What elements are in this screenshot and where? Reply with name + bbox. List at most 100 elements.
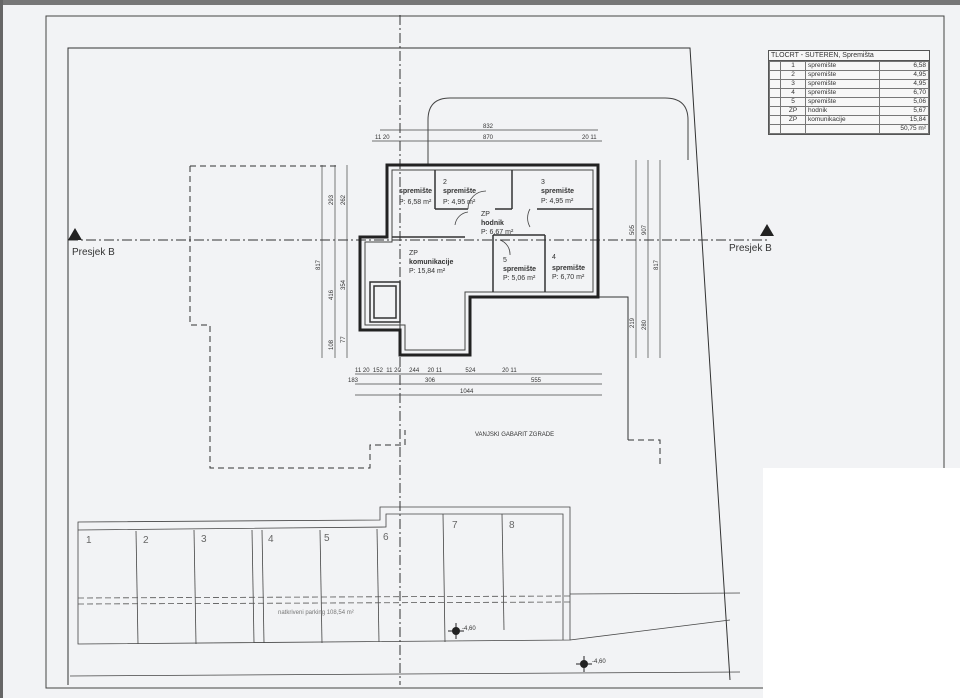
room-2-name: spremište [443,188,476,195]
dim-bottom-row: 11 20 152 11 20 244 20 11 524 20 11 [355,368,517,374]
parking-space-5: 5 [324,533,330,544]
room-5-name: spremište [503,266,536,273]
building-walls [358,163,600,357]
table-cell [769,70,781,80]
parking-space-4: 4 [268,534,274,545]
table-cell [769,115,781,125]
dim-1044: 1044 [460,389,474,395]
table-cell [769,79,781,89]
dim-r907: 907 [642,224,648,235]
dim-r280: 280 [642,319,648,330]
dim-l817: 817 [316,259,322,270]
parking-space-2: 2 [143,535,149,546]
table-cell: 15,84 [879,115,929,125]
komunikacije-area: P: 15,84 m² [409,268,446,275]
hodnik-name: hodnik [481,220,504,227]
dim-top-total: 832 [483,124,494,130]
komunikacije-zone: ZP [409,250,418,257]
room-4-area: P: 6,70 m² [552,274,585,281]
section-marker-left [68,228,82,240]
blank-area [763,468,960,698]
table-cell: spremište [805,88,880,98]
table-cell: 4,95 [879,70,929,80]
table-cell: ZP [780,106,806,116]
dim-183: 183 [348,378,359,384]
table-cell [769,97,781,107]
table-title: TLOCRT - SUTEREN, Spremišta [769,51,929,61]
level-value-1: -4,60 [462,626,476,632]
parking-space-8: 8 [509,520,515,531]
parking-space-1: 1 [86,535,92,546]
site-boundary [67,47,731,685]
room-1-area: P: 6,58 m² [399,199,432,206]
table-cell: spremište [805,61,880,71]
table-cell: 4 [780,88,806,98]
dim-l108: 108 [329,339,335,350]
table-cell: spremište [805,70,880,80]
table-cell [769,61,781,71]
komunikacije-name: komunikacije [409,259,453,266]
parking-space-3: 3 [201,534,207,545]
parking-space-6: 6 [383,532,389,543]
table-cell: 50,75 m² [879,124,929,134]
table-cell: spremište [805,79,880,89]
section-label-right: Presjek B [729,243,772,254]
room-3-name: spremište [541,188,574,195]
dim-top-inner: 870 [483,135,494,141]
table-cell: 2 [780,70,806,80]
room-2-number: 2 [443,179,447,186]
table-cell: 5,67 [879,106,929,116]
table-cell: hodnik [805,106,880,116]
outline-label: VANJSKI GABARIT ZGRADE [475,432,554,438]
dim-l77: 77 [341,336,347,343]
room-3-area: P: 4,95 m² [541,198,574,205]
table-cell: 5,06 [879,97,929,107]
table-cell: 6,58 [879,61,929,71]
section-marker-right [760,224,774,236]
dim-555: 555 [531,378,542,384]
dim-top-right: 20 11 [582,135,597,141]
dim-l416: 416 [329,289,335,300]
dim-l354: 354 [341,279,347,290]
room-1-name: spremište [399,188,432,195]
sheet-border [45,15,945,689]
dim-l293: 293 [329,194,335,205]
room-4-number: 4 [552,254,556,261]
dim-306: 306 [425,378,436,384]
hodnik-area: P: 6,67 m² [481,229,514,236]
level-marker-icon [576,656,592,672]
table-cell [769,124,781,134]
table-cell: 3 [780,79,806,89]
table-cell: komunikacije [805,115,880,125]
table-cell [769,88,781,98]
table-cell: spremište [805,97,880,107]
table-cell: ZP [780,115,806,125]
parking-structure [69,506,741,677]
table-cell: 4,95 [879,79,929,89]
table-cell [780,124,806,134]
parking-space-7: 7 [452,520,458,531]
room-2-area: P: 4,95 m² [443,199,476,206]
level-value-2: -4,60 [592,659,606,665]
parking-space-numbers: 1 2 3 4 5 6 7 8 [86,520,515,546]
dim-r817: 817 [654,259,660,270]
room-5-number: 5 [503,257,507,264]
dim-r505: 505 [630,224,636,235]
section-label-left: Presjek B [72,247,115,258]
table-cell: 5 [780,97,806,107]
parking-label: natkriveni parking 108,54 m² [278,610,354,616]
dim-r219: 219 [630,317,636,328]
hodnik-zone: ZP [481,211,490,218]
table-row: 50,75 m² [769,124,929,134]
room-5-area: P: 5,06 m² [503,275,536,282]
table-cell: 1 [780,61,806,71]
room-3-number: 3 [541,179,545,186]
